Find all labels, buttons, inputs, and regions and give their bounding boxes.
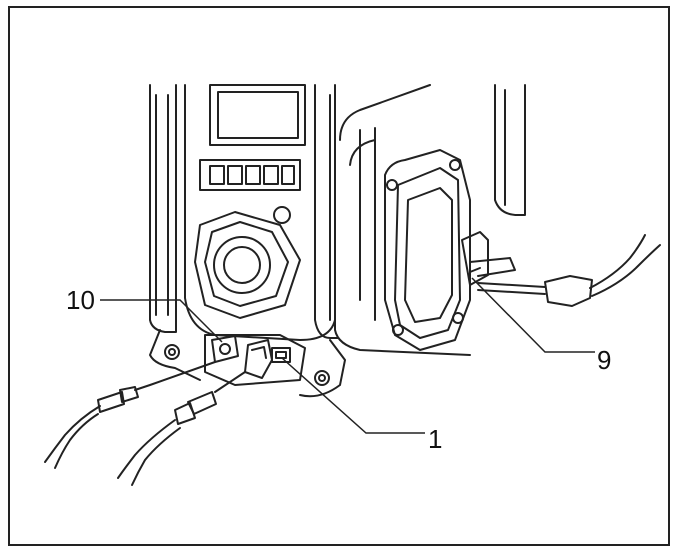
callout-label-10: 10 <box>66 285 95 315</box>
leader-line-10 <box>100 299 223 343</box>
leader-line-9 <box>471 277 595 353</box>
callout-label-1: 1 <box>428 424 443 454</box>
leader-line-1 <box>281 357 425 434</box>
callout-label-9: 9 <box>597 345 612 375</box>
figure-frame <box>8 6 670 546</box>
